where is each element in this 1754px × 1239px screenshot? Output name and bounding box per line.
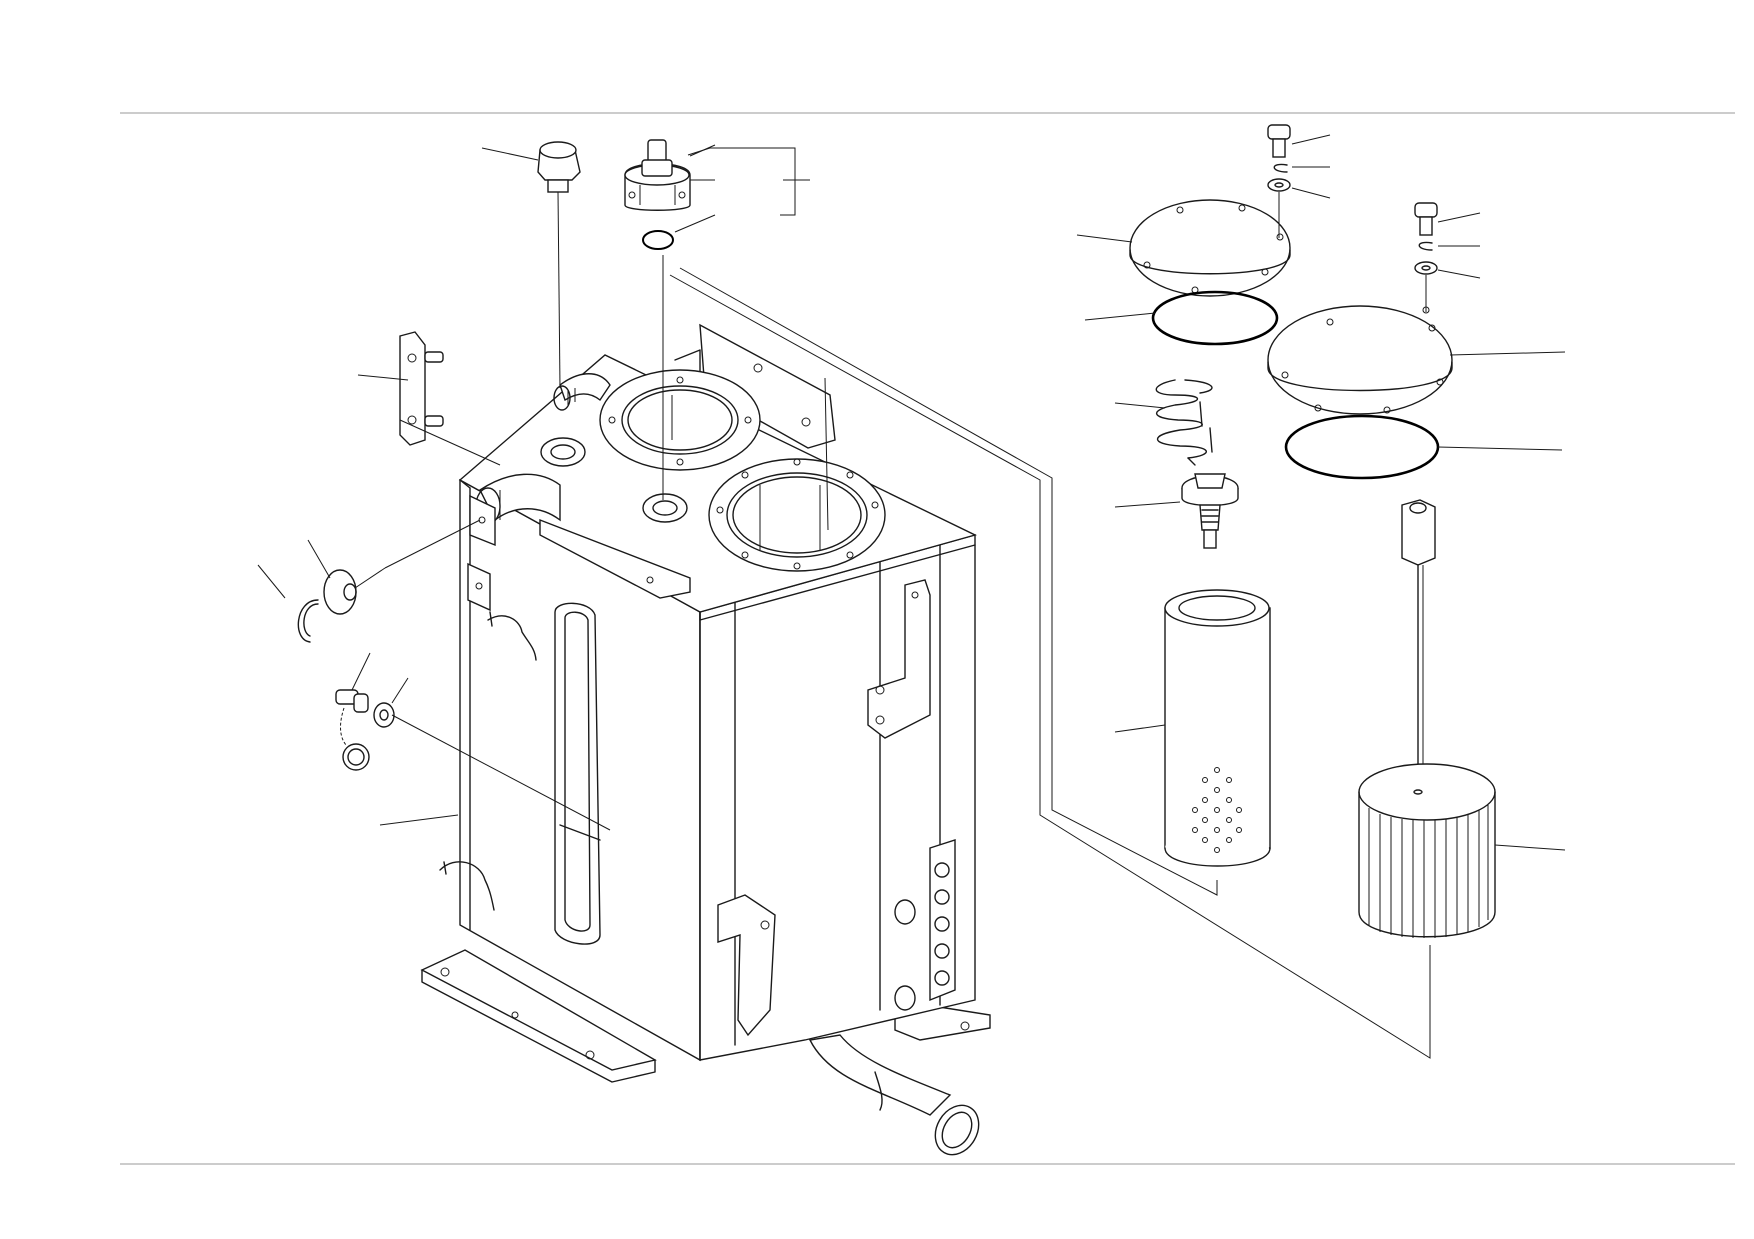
- sight-gauge-bracket: [399, 331, 444, 446]
- o-ring: [642, 230, 674, 250]
- cover-plate-left: [1129, 199, 1291, 297]
- breather-cap: [537, 141, 581, 193]
- o-ring-left: [1151, 290, 1279, 346]
- bypass-valve: [1181, 473, 1239, 549]
- plug: [624, 139, 691, 211]
- washer: [373, 702, 395, 728]
- cover-plate-right: [1267, 305, 1453, 415]
- spring-washers: [1273, 163, 1433, 251]
- level-plug: [323, 567, 386, 615]
- o-ring-right: [1284, 414, 1440, 480]
- strainer: [1358, 499, 1496, 938]
- leader-lines: [257, 134, 1566, 851]
- assembly-lines: [384, 191, 1431, 1059]
- bolts: [1267, 124, 1438, 236]
- snap-ring: [297, 599, 319, 643]
- filter-element: [1164, 589, 1271, 867]
- tank-body: [420, 323, 991, 1156]
- flat-washers: [1267, 178, 1438, 275]
- spring: [1155, 379, 1213, 466]
- frame-marks: [120, 112, 1735, 1165]
- drain-cock: [335, 689, 370, 771]
